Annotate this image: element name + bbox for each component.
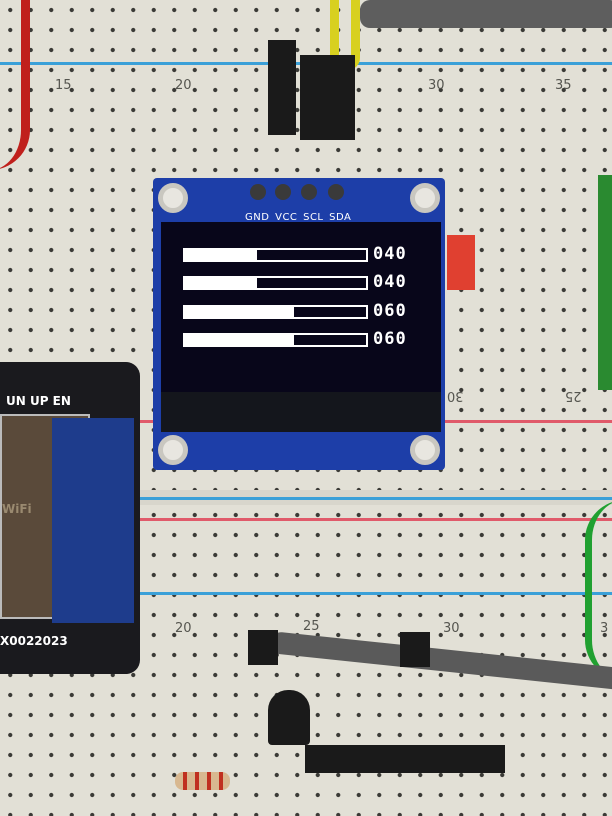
mount-hole: [410, 435, 440, 465]
progress-bar: [183, 333, 368, 347]
bar-fill: [185, 335, 294, 345]
esp32-board: UN UP EN WiFi X0022023: [0, 362, 140, 674]
bar-fill: [185, 307, 294, 317]
mount-hole: [158, 435, 188, 465]
display-ribbon: [161, 392, 441, 432]
pin-header: [305, 745, 505, 773]
column-number: 3: [600, 621, 609, 636]
pin-labels: GND VCC SCL SDA: [245, 212, 352, 223]
yellow-wire: [330, 0, 360, 70]
oled-module: GND VCC SCL SDA 040 040 060 060: [153, 178, 445, 470]
green-board: [598, 175, 612, 390]
progress-bar: [183, 305, 368, 319]
bar-value: 060: [373, 329, 407, 349]
gray-wire: [360, 0, 612, 28]
bar-value: 040: [373, 272, 407, 292]
green-wire: [585, 500, 612, 680]
pin: [301, 184, 317, 200]
pin: [250, 184, 266, 200]
esp-top-labels: UN UP EN: [6, 394, 71, 408]
jumper-connector: [248, 630, 278, 665]
bar-fill: [185, 250, 258, 260]
esp-bottom-labels: X0022023: [0, 634, 68, 648]
jumper-connector: [300, 55, 355, 140]
antenna-pcb: [52, 418, 134, 623]
red-marker: [447, 235, 475, 290]
bar-fill: [185, 278, 258, 288]
progress-bar: [183, 248, 368, 262]
rail-blue: [0, 592, 612, 595]
pin: [328, 184, 344, 200]
jumper-connector: [400, 632, 430, 667]
column-number: 20: [175, 621, 192, 636]
rail-blue: [0, 497, 612, 500]
column-number: 25: [565, 388, 582, 403]
column-number: 35: [555, 78, 572, 93]
resistor: [175, 772, 230, 790]
column-number: 30: [447, 388, 464, 403]
column-number: 20: [175, 78, 192, 93]
transistor: [268, 690, 310, 745]
mount-hole: [158, 183, 188, 213]
esp-wifi-logo: WiFi: [2, 502, 32, 516]
pin: [275, 184, 291, 200]
column-number: 30: [428, 78, 445, 93]
oled-screen: 040 040 060 060: [161, 222, 441, 392]
mount-hole: [410, 183, 440, 213]
column-number: 15: [55, 78, 72, 93]
bar-value: 060: [373, 301, 407, 321]
red-wire: [0, 0, 30, 170]
column-number: 30: [443, 621, 460, 636]
column-number: 25: [303, 619, 320, 634]
progress-bar: [183, 276, 368, 290]
rail-red: [0, 518, 612, 521]
bar-value: 040: [373, 244, 407, 264]
jumper-connector: [268, 40, 296, 135]
